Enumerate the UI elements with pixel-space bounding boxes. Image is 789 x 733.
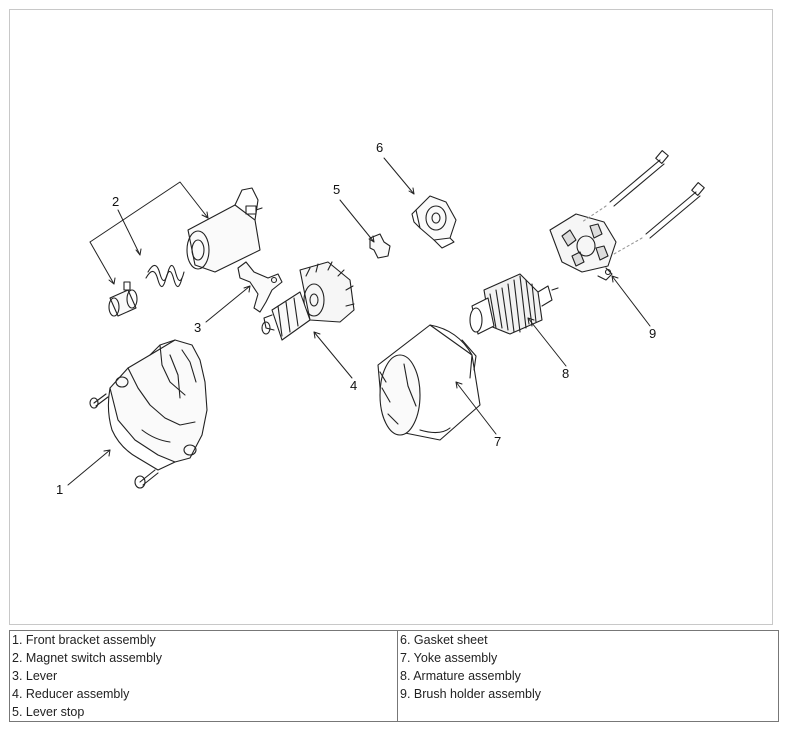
callout-1: 1	[56, 482, 63, 497]
exploded-diagram-frame: 1 2 3 4 5 6 7 8 9	[9, 9, 773, 625]
callout-5: 5	[333, 182, 340, 197]
through-bolt-lower	[645, 182, 705, 239]
legend-item-reducer: 4. Reducer assembly	[12, 687, 130, 701]
legend-item-lever: 3. Lever	[12, 669, 58, 683]
magnet-switch-body-part	[186, 187, 263, 273]
alignment-dash-lines	[581, 205, 643, 255]
front-bracket-assembly-part	[107, 339, 208, 471]
callout-8: 8	[562, 366, 569, 381]
leader-lines	[67, 157, 651, 486]
legend-item-gasket-sheet: 6. Gasket sheet	[400, 633, 488, 647]
plunger-spring-part	[145, 264, 185, 288]
gasket-sheet-part	[411, 195, 457, 249]
brush-holder-assembly-part	[549, 213, 617, 281]
callout-7: 7	[494, 434, 501, 449]
bracket-screw-lower	[134, 469, 159, 489]
legend-item-brush-holder: 9. Brush holder assembly	[400, 687, 542, 701]
lever-stop-part	[369, 233, 391, 259]
yoke-assembly-part	[377, 324, 481, 441]
armature-assembly-part	[469, 273, 559, 335]
legend-table: 1. Front bracket assembly 2. Magnet swit…	[9, 630, 779, 722]
legend-row: 1. Front bracket assembly 2. Magnet swit…	[10, 630, 779, 722]
starter-exploded-view: 1 2 3 4 5 6 7 8 9	[56, 140, 705, 497]
legend-column-right: 6. Gasket sheet 7. Yoke assembly 8. Arma…	[397, 630, 779, 722]
bracket-screw-upper	[89, 393, 109, 409]
legend-item-armature: 8. Armature assembly	[400, 669, 521, 683]
plunger-part	[108, 281, 138, 317]
callout-4: 4	[350, 378, 357, 393]
callout-6: 6	[376, 140, 383, 155]
lever-part	[237, 261, 283, 313]
legend-item-yoke: 7. Yoke assembly	[400, 651, 498, 665]
through-bolt-upper	[609, 150, 669, 207]
callout-9: 9	[649, 326, 656, 341]
legend-item-magnet-switch: 2. Magnet switch assembly	[12, 651, 163, 665]
legend-column-left: 1. Front bracket assembly 2. Magnet swit…	[10, 631, 398, 722]
callout-3: 3	[194, 320, 201, 335]
legend-item-lever-stop: 5. Lever stop	[12, 705, 85, 719]
reducer-assembly-part	[261, 261, 355, 341]
legend-item-front-bracket: 1. Front bracket assembly	[12, 633, 156, 647]
callout-2: 2	[112, 194, 119, 209]
